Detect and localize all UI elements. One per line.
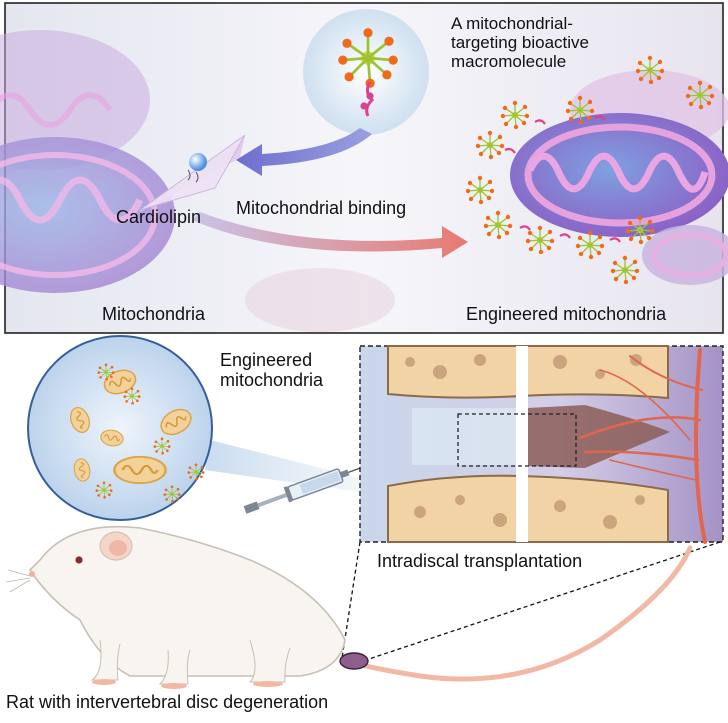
faded-mitochondrion xyxy=(245,268,395,332)
cardiolipin-icon xyxy=(139,134,246,212)
spine-disc-illustration xyxy=(359,345,724,544)
engineered-mitochondria-label: Engineered mitochondria xyxy=(466,304,667,324)
binding-arrow-blue xyxy=(236,128,372,176)
binding-arrow-red xyxy=(192,212,468,258)
rat-icon xyxy=(5,525,693,689)
binding-label: Mitochondrial binding xyxy=(236,198,407,218)
cardiolipin-label: Cardiolipin xyxy=(116,207,202,227)
rat-label: Rat with intervertebral disc degeneratio… xyxy=(6,692,329,712)
macromolecule-label: A mitochondrial- targeting bioactive mac… xyxy=(451,14,589,72)
top-panel xyxy=(0,2,728,334)
bottom-engineered-label: Engineered mitochondria xyxy=(220,350,324,391)
mitochondria-label: Mitochondria xyxy=(102,304,206,324)
mitochondria-illustration xyxy=(0,30,175,293)
transplantation-label: Intradiscal transplantation xyxy=(377,551,583,571)
zoom-lines xyxy=(341,541,721,661)
engineered-mitochondria-illustration xyxy=(465,55,728,285)
macromolecule-bubble xyxy=(303,9,429,135)
